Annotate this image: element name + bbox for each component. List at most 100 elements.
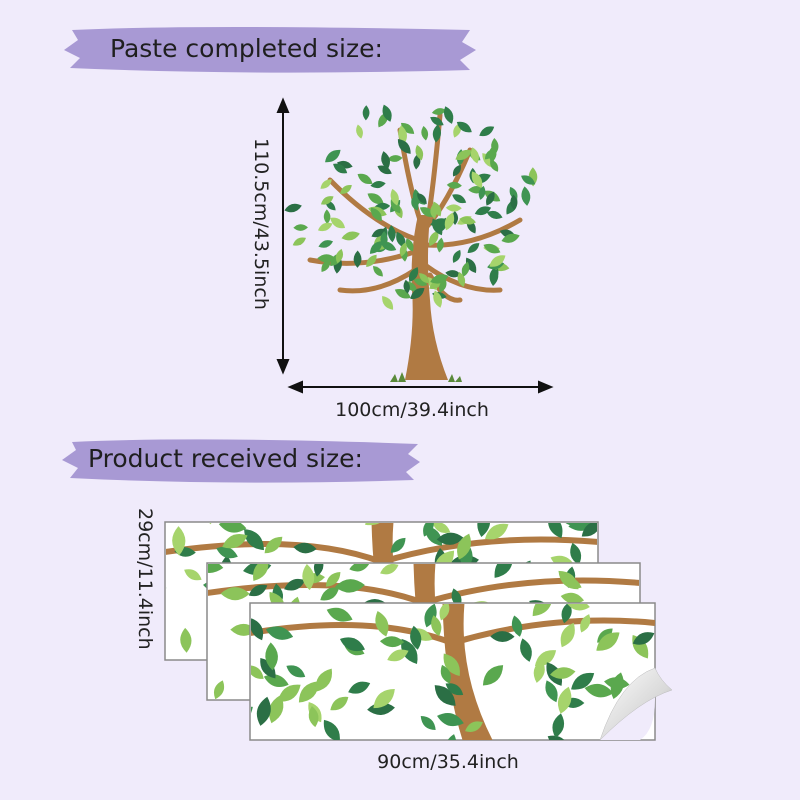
leaf [325,200,336,211]
completed-height-label: 110.5cm/43.5inch [250,138,272,310]
leaf [348,681,371,694]
leaf [317,222,333,232]
tree-image [284,104,538,382]
leaf [552,713,565,738]
leaf [610,672,624,699]
leaf [381,151,390,170]
leaf [172,526,186,556]
leaf [445,270,462,278]
sticker-sheets [164,521,673,741]
leaf [251,665,264,679]
leaf [421,125,429,141]
leaf [452,194,467,204]
leaf [377,165,392,175]
leaf [445,204,462,212]
peeled-corner [599,667,673,741]
leaf [308,706,319,728]
leaf [184,569,202,581]
leaf [293,224,308,231]
leaf [509,186,518,201]
leaf [390,199,401,214]
leaf [382,104,392,122]
branch [166,536,597,566]
leaf [222,534,248,549]
leaf [220,587,250,601]
leaf [471,171,483,189]
leaf [373,689,395,709]
banner-received [62,439,420,483]
leaf [315,668,333,692]
received-height-label: 29cm/11.4inch [134,508,156,650]
leaf [486,210,503,219]
leaf [284,203,302,213]
leaf [456,121,472,133]
leaf [432,201,442,217]
leaf [339,637,365,652]
trunk [405,215,448,380]
leaf [457,271,466,288]
leaf [474,206,492,216]
leaf [292,237,306,246]
leaf [399,242,407,257]
leaf [489,255,506,267]
leaf [433,290,443,308]
completed-size-title: Paste completed size: [110,34,383,63]
leaf [370,180,386,189]
leaf [325,572,341,587]
branch [423,217,523,248]
leaf [213,680,225,699]
leaf [340,185,352,194]
leaf [260,657,276,679]
leaf [445,683,464,696]
leaf [263,674,289,687]
leaf [208,564,224,573]
leaf [335,579,365,593]
leaf [532,604,553,617]
leaf [216,546,238,559]
leaf [436,532,465,545]
leaf [419,273,430,284]
branch [307,247,423,266]
leaf [277,684,301,702]
leaf [596,632,620,651]
leaf [557,686,572,714]
leaf [436,237,444,253]
leaf [580,614,591,633]
leaf [430,116,444,126]
leaf [434,685,456,706]
leaf [362,105,370,121]
leaf [326,607,353,622]
leaf [375,610,389,637]
leaf [390,537,406,553]
branch [251,617,655,647]
leaf [333,163,348,174]
leaf [330,217,346,229]
leaf [371,228,386,238]
leaf [467,243,480,253]
leaf [379,636,405,648]
leaf [403,279,410,294]
leaf [380,564,399,575]
leaf [367,193,384,205]
leaf [330,696,349,711]
leaf [490,631,515,643]
leaf [511,615,523,637]
leaf [251,618,264,641]
leaf [293,542,317,554]
leaf [387,225,396,243]
leaf [444,106,454,124]
leaf [488,145,497,163]
leaf [429,230,439,247]
leaf [490,268,499,282]
leaf [490,159,499,172]
leaf [470,147,479,164]
leaf [302,564,315,591]
leaf [357,173,373,185]
leaf [325,149,341,163]
leaf [356,124,363,139]
leaf [566,604,590,611]
leaf [430,204,437,219]
leaf [547,735,570,740]
leaf [520,638,532,662]
leaf [411,197,419,211]
